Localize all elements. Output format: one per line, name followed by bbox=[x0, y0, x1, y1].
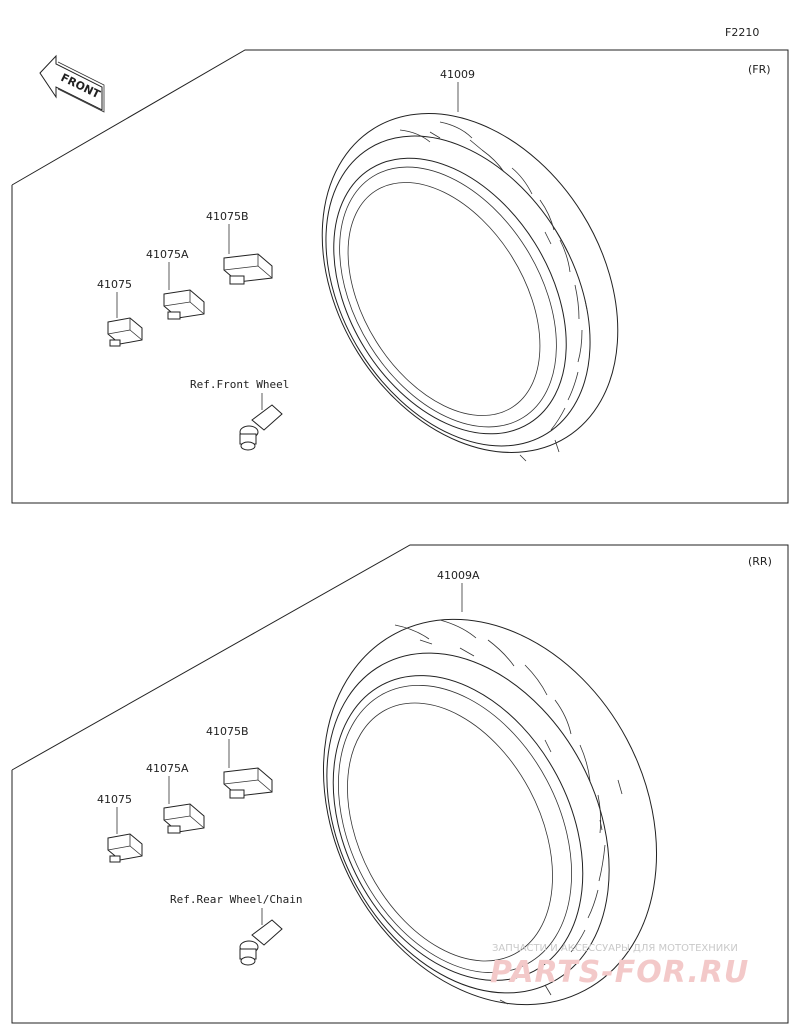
front-weight-label-3: 41075B bbox=[206, 210, 249, 223]
rear-weight-41075a-icon bbox=[163, 803, 205, 834]
front-weight-41075b-icon bbox=[223, 253, 273, 285]
front-tire-part-number: 41009 bbox=[440, 68, 475, 81]
rear-weight-41075-icon bbox=[107, 833, 143, 863]
rear-weight-label-1: 41075 bbox=[97, 793, 132, 806]
rear-panel-frame bbox=[11, 544, 789, 1024]
front-valve-ref: Ref.Front Wheel bbox=[190, 378, 289, 391]
rear-valve-icon bbox=[239, 919, 283, 966]
rear-tire bbox=[322, 618, 658, 1006]
front-weight-label-2: 41075A bbox=[146, 248, 189, 261]
front-weight-41075-icon bbox=[107, 317, 143, 347]
front-tire bbox=[321, 113, 619, 462]
front-panel: (FR) 41009 41075 41075A bbox=[11, 49, 789, 504]
front-weight-41075a-icon bbox=[163, 289, 205, 320]
watermark-logo-text: PARTS-FOR.RU bbox=[490, 955, 749, 990]
rear-panel-tag: (RR) bbox=[748, 555, 772, 568]
rear-weight-41075b-icon bbox=[223, 767, 273, 799]
rear-tire-part-number: 41009A bbox=[437, 569, 480, 582]
front-arrow-icon: FRONT bbox=[39, 54, 105, 113]
front-panel-frame bbox=[11, 49, 789, 504]
front-valve-icon bbox=[239, 404, 283, 451]
figure-code: F2210 bbox=[725, 26, 759, 39]
rear-weight-label-2: 41075A bbox=[146, 762, 189, 775]
rear-weight-label-3: 41075B bbox=[206, 725, 249, 738]
front-weight-label-1: 41075 bbox=[97, 278, 132, 291]
rear-valve-ref: Ref.Rear Wheel/Chain bbox=[170, 893, 302, 906]
watermark-caption: ЗАПЧАСТИ И АКСЕССУАРЫ ДЛЯ МОТОТЕХНИКИ bbox=[492, 943, 738, 954]
front-panel-tag: (FR) bbox=[748, 63, 771, 76]
rear-panel: (RR) 41009A 41075 41075A bbox=[11, 544, 789, 1024]
